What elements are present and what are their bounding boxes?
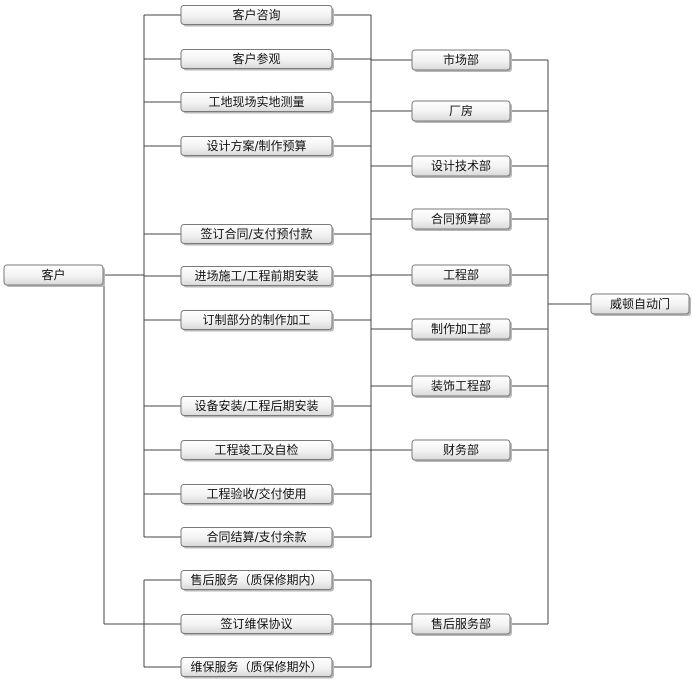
box-label: 客户	[41, 267, 65, 282]
box-frame	[180, 570, 333, 590]
box-frame	[411, 375, 511, 397]
box-label: 市场部	[443, 52, 479, 67]
box-label: 售后服务（质保修期内）	[190, 572, 322, 587]
department-box: 工程部	[411, 264, 512, 287]
department-box: 市场部	[411, 49, 512, 72]
department-box: 装饰工程部	[411, 375, 512, 398]
box-label: 设计方案/制作预算	[206, 138, 306, 153]
process-step-box: 进场施工/工程前期安装	[180, 266, 334, 288]
box-label: 工程验收/交付使用	[206, 486, 306, 501]
process-step-box: 设备安装/工程后期安装	[180, 396, 334, 418]
box-label: 财务部	[443, 442, 479, 457]
department-box: 设计技术部	[411, 155, 512, 178]
box-label: 合同预算部	[431, 211, 491, 226]
box-label: 设计技术部	[431, 158, 491, 173]
company-box: 威顿自动门	[590, 293, 691, 316]
box-label: 合同结算/支付余款	[206, 529, 306, 544]
box-label: 维保服务（质保修期外）	[190, 659, 322, 674]
box-label: 客户咨询	[232, 7, 280, 22]
process-step-box: 工程验收/交付使用	[180, 484, 334, 506]
box-frame	[411, 100, 511, 122]
box-frame	[180, 440, 333, 460]
box-frame	[180, 136, 333, 156]
box-frame	[180, 266, 333, 286]
process-step-box: 签订合同/支付预付款	[180, 224, 334, 246]
box-frame	[180, 614, 333, 634]
box-frame	[590, 293, 690, 315]
service-department-box: 售后服务部	[411, 613, 512, 636]
process-step-box: 工程竣工及自检	[180, 440, 334, 462]
service-step-box: 维保服务（质保修期外）	[180, 657, 334, 679]
department-box: 合同预算部	[411, 208, 512, 231]
box-label: 工地现场实地测量	[208, 94, 304, 109]
box-frame	[411, 49, 511, 71]
box-frame	[180, 49, 333, 69]
box-label: 工程竣工及自检	[214, 442, 298, 457]
box-frame	[180, 92, 333, 112]
box-label: 厂房	[449, 103, 473, 118]
box-label: 售后服务部	[431, 616, 491, 631]
box-label: 制作加工部	[431, 321, 491, 336]
box-frame	[411, 613, 511, 635]
service-step-box: 售后服务（质保修期内）	[180, 570, 334, 592]
box-label: 进场施工/工程前期安装	[194, 268, 318, 283]
box-label: 签订合同/支付预付款	[200, 226, 312, 241]
box-frame	[411, 155, 511, 177]
box-frame	[180, 527, 333, 547]
box-frame	[3, 264, 104, 286]
box-frame	[180, 657, 333, 677]
department-box: 财务部	[411, 439, 512, 462]
box-label: 工程部	[443, 267, 479, 282]
process-step-box: 工地现场实地测量	[180, 92, 334, 114]
box-label: 设备安装/工程后期安装	[194, 398, 318, 413]
node-boxes: 客户 客户咨询客户参观工地现场实地测量设计方案/制作预算签订合同/支付预付款进场施…	[3, 5, 691, 679]
box-label: 订制部分的制作加工	[202, 312, 310, 327]
customer-box: 客户	[3, 264, 105, 287]
service-step-box: 签订维保协议	[180, 614, 334, 636]
process-step-box: 客户咨询	[180, 5, 334, 27]
box-label: 威顿自动门	[610, 296, 670, 311]
box-frame	[180, 224, 333, 244]
department-box: 厂房	[411, 100, 512, 123]
box-label: 装饰工程部	[431, 378, 491, 393]
box-frame	[411, 439, 511, 461]
box-frame	[180, 484, 333, 504]
process-step-box: 设计方案/制作预算	[180, 136, 334, 158]
box-frame	[180, 310, 333, 330]
process-step-box: 客户参观	[180, 49, 334, 71]
box-label: 客户参观	[232, 51, 280, 66]
box-frame	[411, 208, 511, 230]
box-label: 签订维保协议	[220, 616, 292, 631]
box-frame	[411, 318, 511, 340]
process-step-box: 订制部分的制作加工	[180, 310, 334, 332]
connector-lines	[103, 14, 591, 668]
department-box: 制作加工部	[411, 318, 512, 341]
box-frame	[180, 396, 333, 416]
process-step-box: 合同结算/支付余款	[180, 527, 334, 549]
box-frame	[180, 5, 333, 25]
box-frame	[411, 264, 511, 286]
